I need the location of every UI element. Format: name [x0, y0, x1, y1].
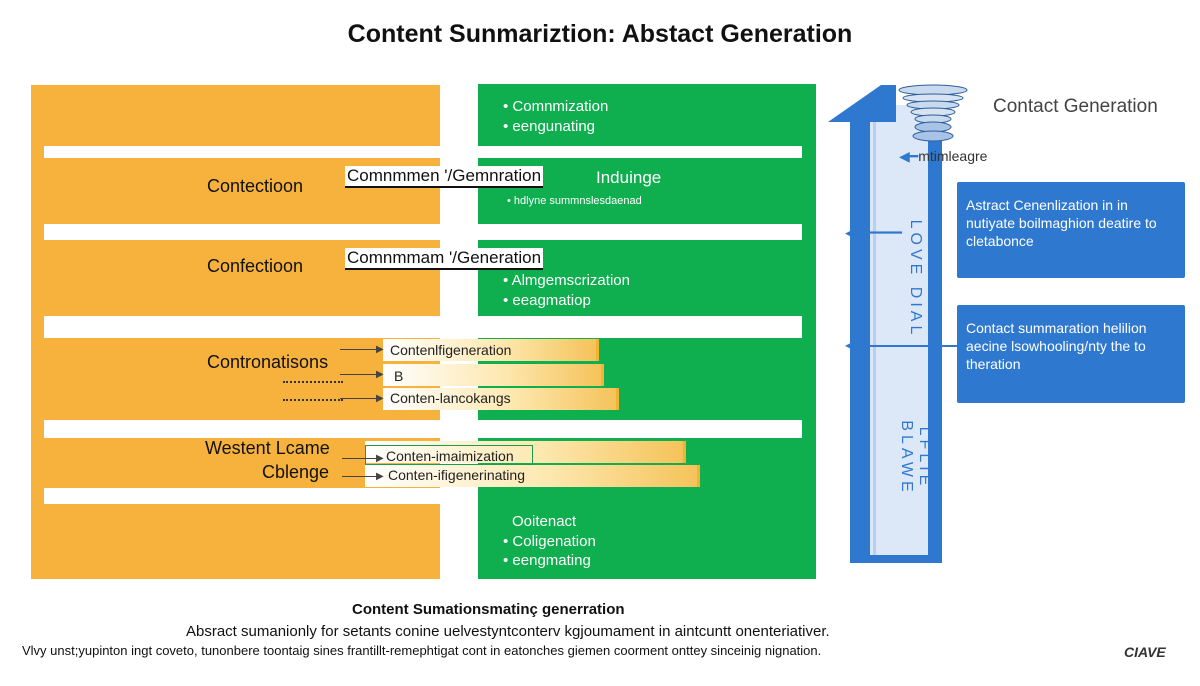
stripe-notch-4: [31, 420, 44, 438]
green-bullet-1: • Comnmization: [503, 98, 609, 115]
gradient-bar-5-label: Conten-ifigenerinating: [388, 467, 525, 483]
dotted-line-1: [283, 381, 343, 383]
arrow-to-bar-5: [342, 476, 380, 477]
green-bottom-bullet-2-text: eengmating: [512, 552, 591, 569]
green-bullet-1-text: Comnmization: [512, 98, 609, 115]
blue-up-arrow: [828, 85, 942, 563]
green-mid-bullet-1-text: Almgemscrization: [511, 272, 630, 289]
arrow-into-shaft-2: ◀: [845, 338, 957, 352]
green-bottom-bullet-1-text: Coligenation: [512, 533, 596, 550]
arrow-glyph-text-bottom: LFLIE BLAWE: [898, 420, 933, 496]
gradient-bar-4: [365, 441, 686, 463]
arrow-glyph-text-top: LOVE DIAL: [907, 219, 924, 339]
gradient-bar-2: [383, 364, 604, 386]
orange-label-4b: Cblenge: [262, 462, 330, 482]
stripe-3: [44, 316, 802, 338]
arrowhead-icon: ▶: [376, 453, 384, 464]
overlay-label-2: Comnmmam '/Generation: [345, 248, 544, 270]
overlay-label-1: Comnmmen '/Gemnration: [345, 166, 544, 188]
footer-heading: Content Sumationsmatinç generration: [352, 601, 625, 618]
dotted-line-2: [283, 399, 343, 401]
blue-info-box-1: Astract Cenenlization in in nutiyate boi…: [957, 182, 1185, 278]
gradient-bar-4-label: Conten-imaimization: [386, 448, 514, 464]
arrowhead-icon: ▶: [376, 393, 384, 404]
gradient-bar-1: [383, 339, 599, 361]
green-bullet-2-text: eengunating: [512, 118, 596, 135]
arrow-to-bar-3: [340, 398, 380, 399]
overlay-label-1-suffix: Induinge: [596, 168, 662, 187]
small-arrow-label-text: mtimleagre: [918, 148, 988, 164]
orange-band-6: [31, 505, 440, 579]
stripe-5: [44, 488, 440, 504]
gradient-bar-1-label: Contenlfigeneration: [390, 342, 512, 358]
orange-label-2: Confectioon: [207, 256, 304, 276]
arrowhead-icon: ▶: [376, 471, 384, 482]
gradient-bar-2-label: B: [394, 368, 404, 384]
green-bottom-bullet-1: • Coligenation: [503, 533, 596, 550]
stacked-disc-icon: [898, 84, 968, 142]
orange-label-4a: Westent Lcame: [205, 438, 330, 458]
green-bottom-bullet-2: • eengmating: [503, 552, 591, 569]
stripe-2: [44, 224, 802, 240]
stripe-notch-1: [31, 146, 44, 158]
arrow-to-bar-4: [342, 458, 380, 459]
stripe-notch-2: [31, 224, 44, 240]
diagram-title: Content Sunmariztion: Abstact Generation: [347, 20, 853, 48]
footer-line-2: Vlvy unst;yupinton ingt coveto, tunonber…: [22, 643, 822, 658]
green-bottom-heading: Ooitenact: [512, 513, 577, 530]
gradient-bar-3-label: Conten-lancokangs: [390, 390, 511, 406]
gradient-bar-5: [365, 465, 700, 487]
stripe-1: [44, 146, 802, 158]
green-small-bullet-text: hdlyne summnslesdaenad: [513, 195, 642, 207]
orange-label-3: Contronatisons: [207, 352, 329, 372]
stripe-notch-5: [31, 488, 44, 504]
small-arrow-label: ◀━mtimleagre: [899, 148, 987, 165]
gradient-bar-4-outline: [365, 445, 533, 465]
arrow-into-shaft-1: ◀━━━━━━: [845, 225, 902, 240]
green-mid-bullet-2-text: eeagmatiop: [512, 292, 591, 309]
left-arrow-icon: ◀: [845, 338, 855, 352]
green-small-bullet: • hdlyne summnslesdaenad: [507, 195, 642, 207]
stripe-notch-3: [31, 316, 44, 338]
blue-info-box-2: Contact summaration helilion aecine lsow…: [957, 305, 1185, 403]
stripe-4: [44, 420, 802, 438]
arrow-to-bar-1: [340, 349, 380, 350]
green-mid-bullet-1: • Almgemscrization: [503, 272, 630, 289]
green-mid-bullet-2: • eeagmatiop: [503, 292, 591, 309]
gradient-bar-3: [383, 388, 619, 410]
orange-band-1: [31, 85, 440, 143]
green-bullet-2: • eengunating: [503, 118, 596, 135]
arrowhead-icon: ▶: [376, 344, 384, 355]
arrow-to-bar-2: [340, 374, 380, 375]
left-arrow-icon: ◀━: [899, 148, 919, 164]
footer-line-1: Absract sumanionly for setants conine ue…: [186, 623, 830, 640]
arrow-shaft-line: [855, 345, 957, 347]
contact-generation-label: Contact Generation: [993, 96, 1158, 117]
arrowhead-icon: ▶: [376, 369, 384, 380]
brand-logo: CIAVE: [1124, 644, 1166, 660]
orange-label-1: Contectioon: [207, 176, 304, 196]
